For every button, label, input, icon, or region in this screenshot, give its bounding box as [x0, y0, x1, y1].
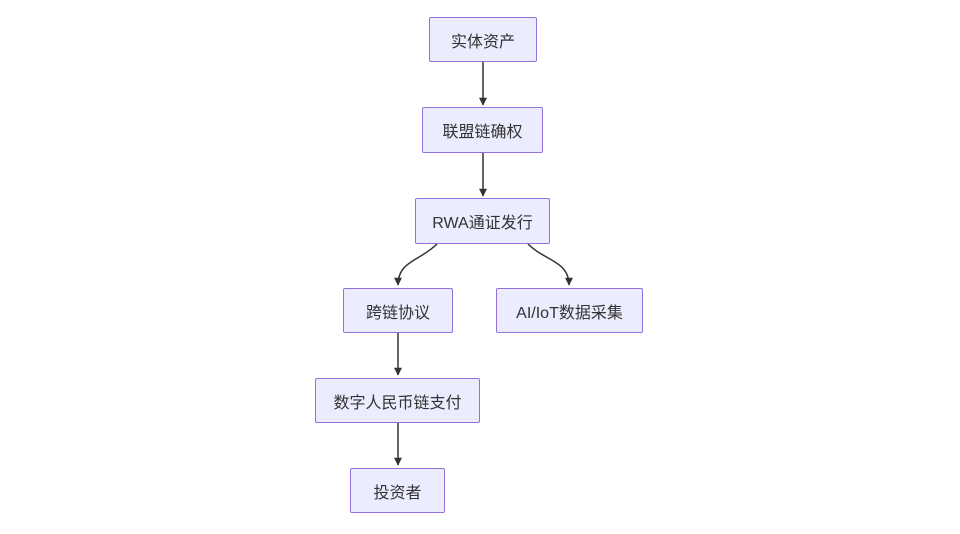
edge-rwa-issuance-to-ai-iot — [527, 243, 573, 286]
node-digital-rmb-chain-payment: 数字人民币链支付 — [315, 378, 480, 423]
edge-rwa-issuance-to-cross-chain — [394, 243, 438, 286]
node-investors: 投资者 — [350, 468, 445, 513]
node-ai-iot-data-collection: AI/IoT数据采集 — [496, 288, 643, 333]
node-rwa-token-issuance: RWA通证发行 — [415, 198, 550, 244]
node-consortium-chain-confirm: 联盟链确权 — [422, 107, 543, 153]
node-physical-assets: 实体资产 — [429, 17, 537, 62]
node-cross-chain-protocol: 跨链协议 — [343, 288, 453, 333]
